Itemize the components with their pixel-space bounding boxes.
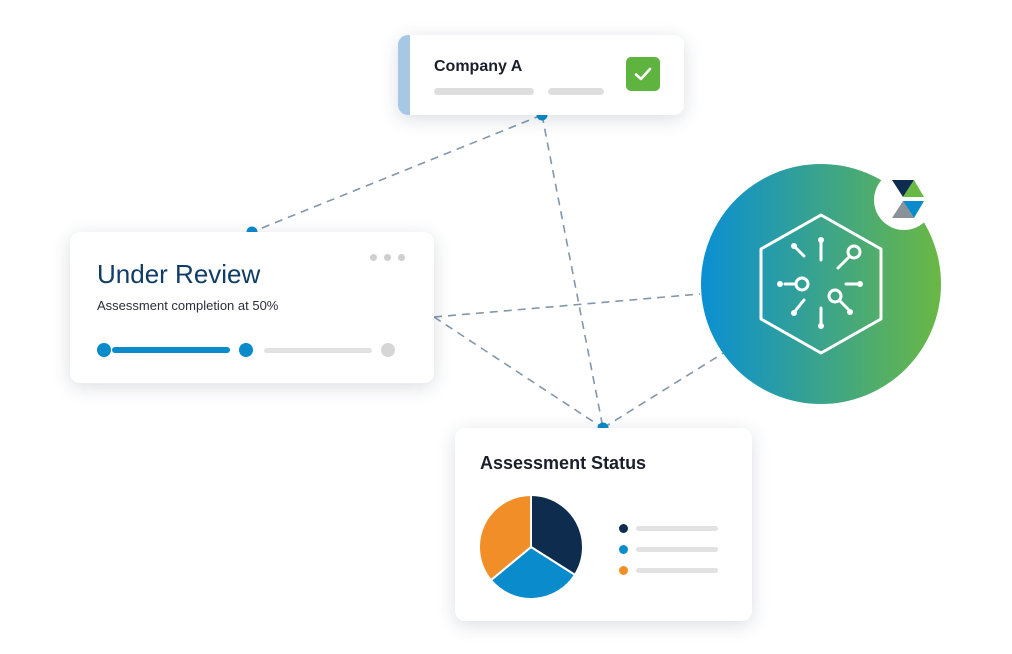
legend-dot (619, 566, 628, 575)
connector-line (433, 293, 701, 318)
brand-logo-icon (874, 170, 934, 230)
chart-legend (619, 518, 718, 581)
connector-line (541, 114, 604, 429)
progress-fill (112, 347, 230, 353)
pie-slice (478, 494, 532, 582)
company-name: Company A (434, 58, 523, 75)
company-card[interactable]: Company A (398, 35, 684, 115)
hexagon-network-icon (759, 213, 883, 355)
legend-dot (619, 524, 628, 533)
assessment-status-card[interactable]: Assessment Status (455, 428, 752, 621)
progress-step-end (381, 343, 395, 357)
legend-placeholder (636, 547, 718, 552)
legend-item (619, 560, 718, 581)
more-dots-icon[interactable] (370, 254, 405, 261)
progress-stepper (97, 343, 395, 357)
legend-item (619, 539, 718, 560)
connector-line (433, 316, 604, 429)
brand-circle-bg (701, 164, 941, 404)
progress-track (264, 348, 372, 353)
status-pie-chart (478, 494, 584, 600)
under-review-card[interactable]: Under Review Assessment completion at 50… (70, 232, 434, 383)
legend-dot (619, 545, 628, 554)
review-title: Under Review (97, 259, 261, 289)
progress-step-start (97, 343, 111, 357)
company-card-accent (398, 35, 410, 115)
checkmark-icon[interactable] (626, 57, 660, 91)
brand-circle (701, 164, 941, 404)
placeholder-bar (434, 88, 534, 95)
progress-step-current (239, 343, 253, 357)
status-title: Assessment Status (480, 453, 647, 473)
legend-item (619, 518, 718, 539)
legend-placeholder (636, 568, 718, 573)
pie-slice (489, 545, 577, 600)
placeholder-bar (548, 88, 604, 95)
review-subtitle: Assessment completion at 50% (97, 298, 279, 313)
connector-line (251, 114, 543, 233)
connector-line (602, 351, 726, 429)
legend-placeholder (636, 526, 718, 531)
